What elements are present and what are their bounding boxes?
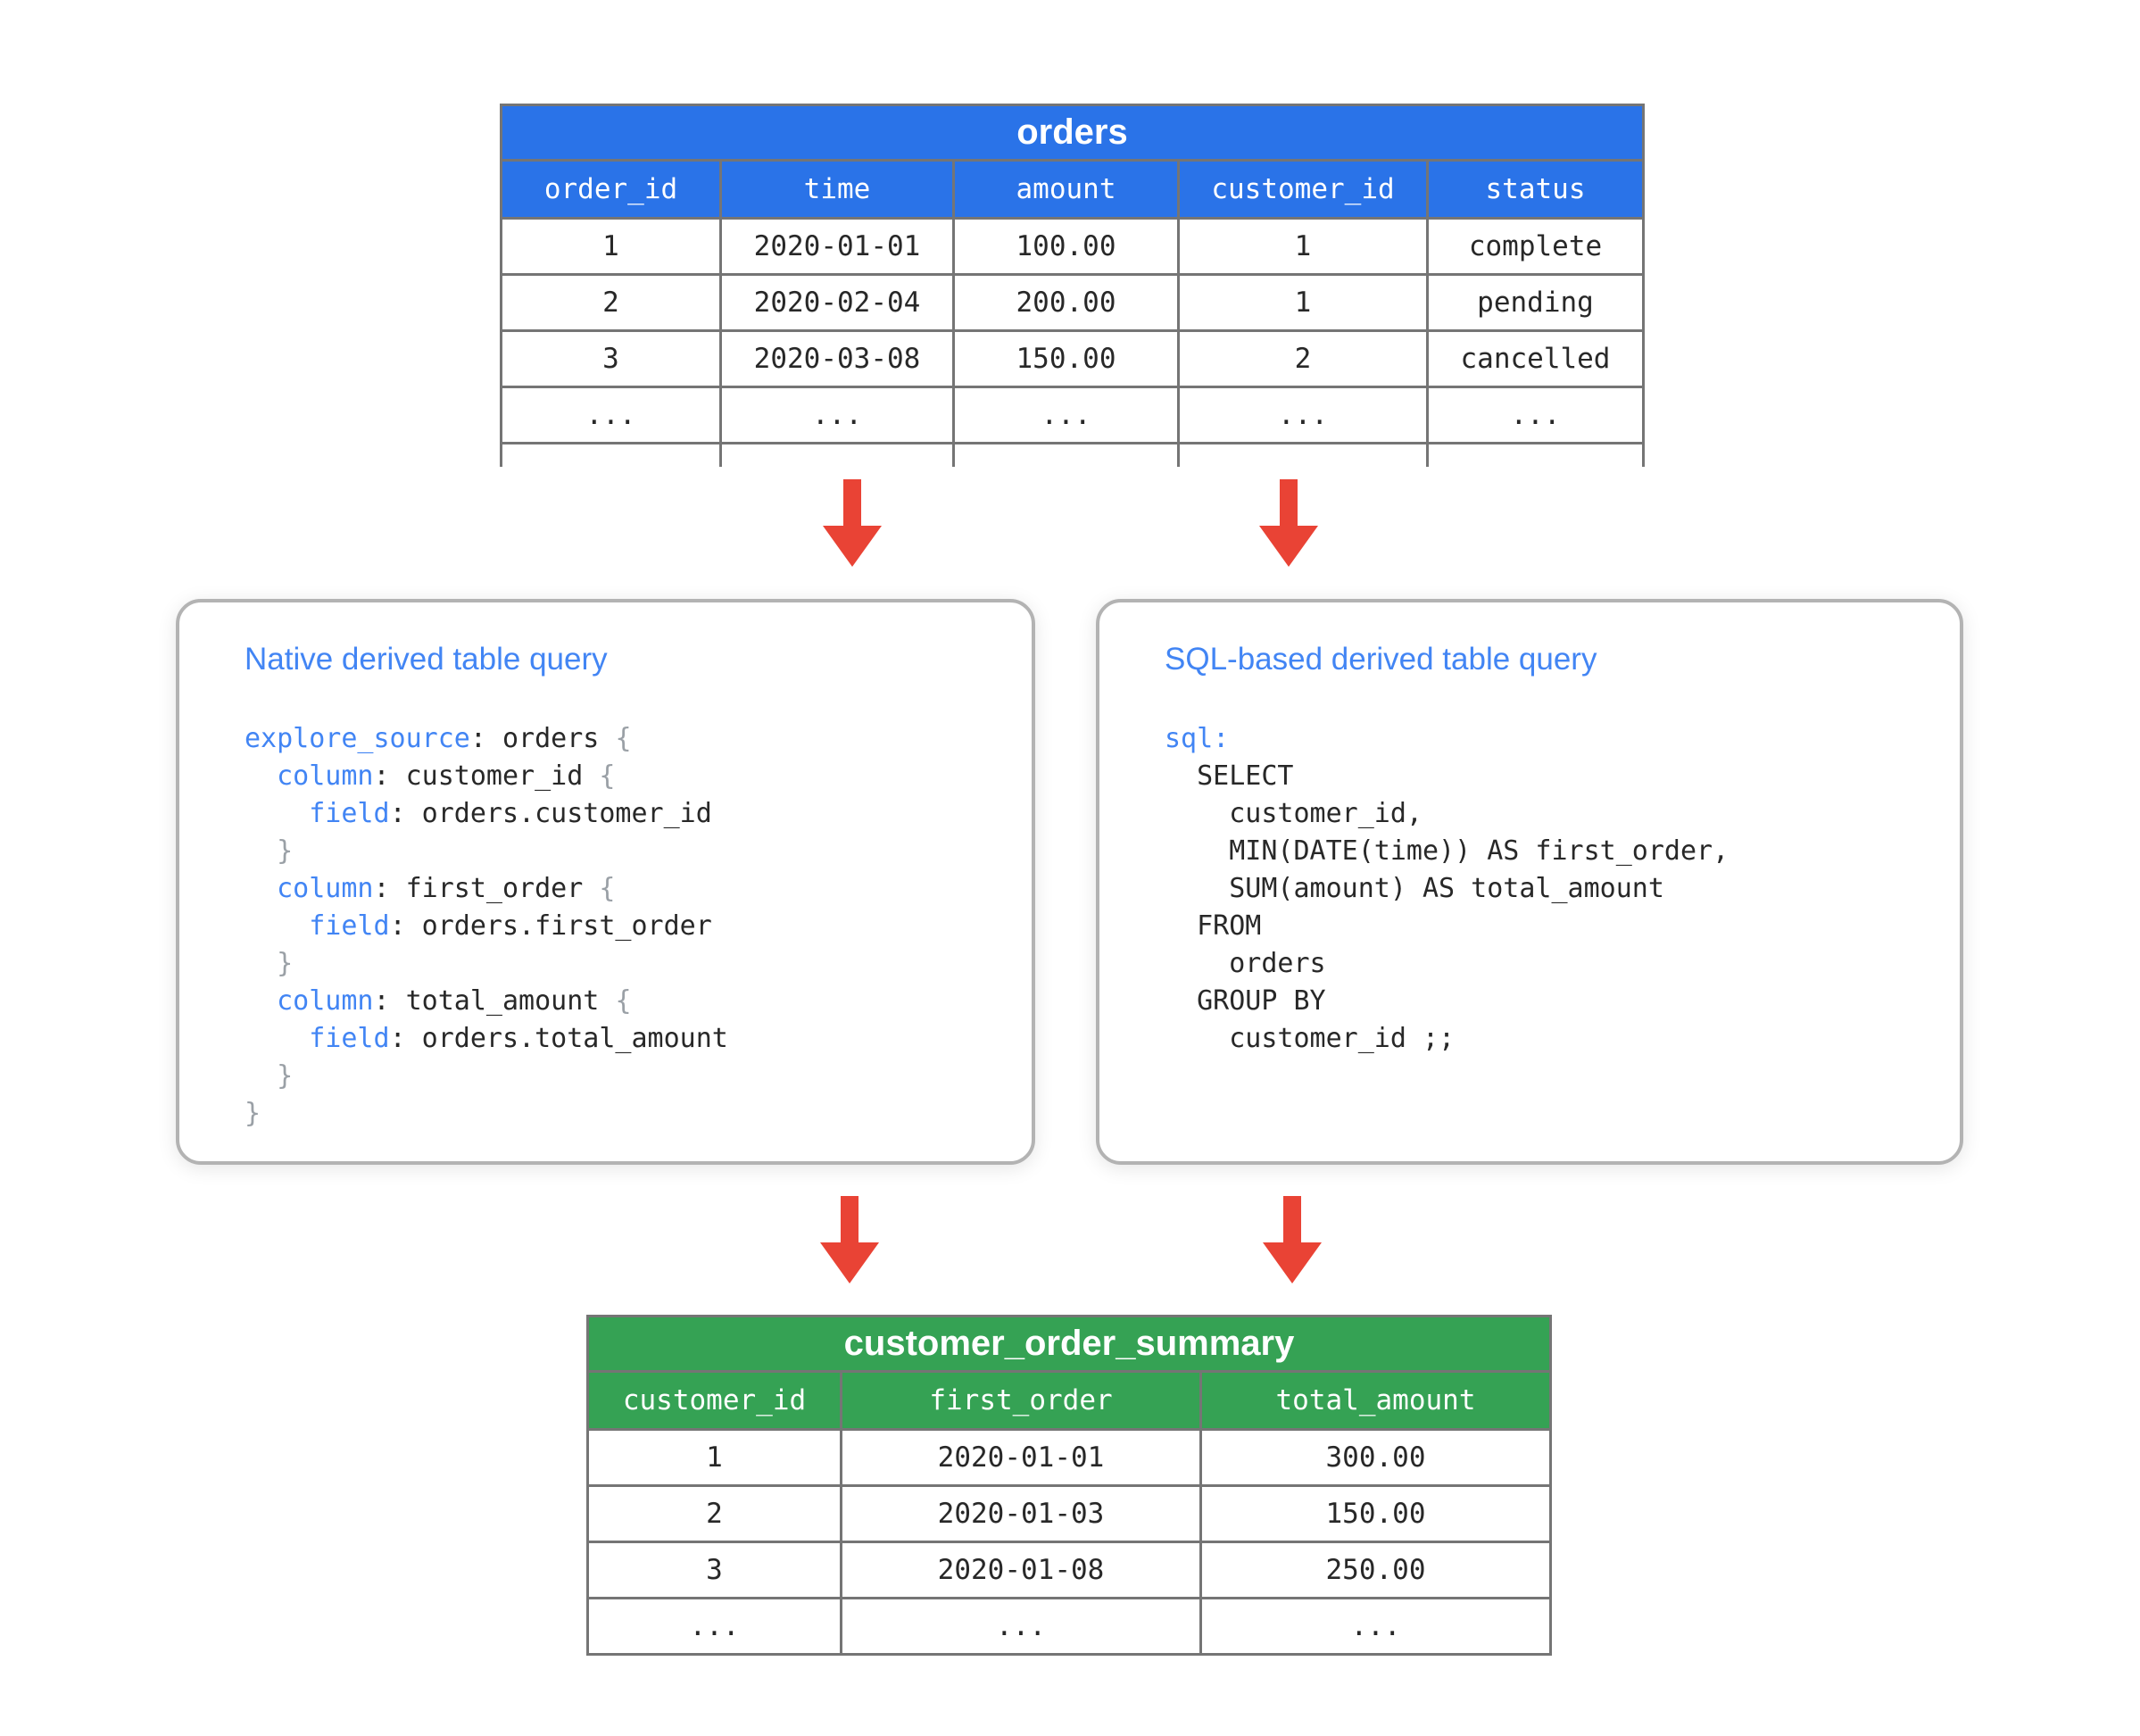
sql-query-title: SQL-based derived table query	[1165, 642, 1597, 677]
table-cell: 2	[1180, 329, 1429, 386]
code-line: column: total_amount {	[277, 985, 632, 1017]
table-cell: pending	[1429, 273, 1642, 329]
column-header-cell: order_id	[502, 162, 722, 217]
column-header-cell: first_order	[842, 1373, 1202, 1428]
code-line: customer_id,	[1165, 798, 1423, 829]
table-cell	[502, 442, 722, 467]
table-cell	[1429, 442, 1642, 467]
table-cell: 1	[502, 217, 722, 273]
down-arrow-icon	[1259, 479, 1318, 567]
table-cell: 100.00	[955, 217, 1180, 273]
table-cell: 1	[1180, 217, 1429, 273]
table-cell: 2020-02-04	[722, 273, 955, 329]
summary-table-title: customer_order_summary	[586, 1315, 1552, 1373]
code-line: GROUP BY	[1165, 985, 1326, 1017]
code-line: SELECT	[1165, 760, 1294, 792]
code-line: column: first_order {	[277, 873, 616, 904]
table-cell: 250.00	[1202, 1541, 1549, 1597]
native-query-title: Native derived table query	[245, 642, 608, 677]
code-line: field: orders.total_amount	[309, 1023, 728, 1054]
truncated-row	[502, 442, 1642, 467]
table-cell: 2020-01-01	[722, 217, 955, 273]
table-cell: 3	[589, 1541, 842, 1597]
table-cell: 2020-01-01	[842, 1428, 1202, 1484]
column-header-cell: time	[722, 162, 955, 217]
table-cell: 2	[589, 1484, 842, 1541]
code-line: }	[277, 948, 294, 979]
table-cell: ...	[502, 386, 722, 442]
sql-query-box: SQL-based derived table query sql: SELEC…	[1096, 599, 1963, 1165]
code-line: customer_id ;;	[1165, 1023, 1456, 1054]
table-cell: 150.00	[1202, 1484, 1549, 1541]
table-cell: 2020-01-08	[842, 1541, 1202, 1597]
code-line: field: orders.customer_id	[309, 798, 712, 829]
table-cell: 200.00	[955, 273, 1180, 329]
code-line: }	[245, 1098, 261, 1129]
orders-table-title: orders	[500, 104, 1645, 162]
code-line: }	[277, 835, 294, 867]
table-cell: 300.00	[1202, 1428, 1549, 1484]
table-cell: complete	[1429, 217, 1642, 273]
code-line: column: customer_id {	[277, 760, 616, 792]
code-line: FROM	[1165, 910, 1262, 942]
table-cell: cancelled	[1429, 329, 1642, 386]
native-query-box: Native derived table query explore_sourc…	[176, 599, 1035, 1165]
table-cell: ...	[589, 1597, 842, 1653]
sql-query-code: sql: SELECT customer_id, MIN(DATE(time))…	[1165, 720, 1729, 1058]
code-line: orders	[1165, 948, 1326, 979]
table-cell: ...	[955, 386, 1180, 442]
down-arrow-icon	[820, 1196, 879, 1283]
table-cell: ...	[1429, 386, 1642, 442]
column-header-cell: status	[1429, 162, 1642, 217]
code-line: MIN(DATE(time)) AS first_order,	[1165, 835, 1729, 867]
table-cell: ...	[722, 386, 955, 442]
table-cell: 2	[502, 273, 722, 329]
table-cell: 150.00	[955, 329, 1180, 386]
table-row: ...............	[502, 386, 1642, 442]
native-query-code: explore_source: orders { column: custome…	[245, 720, 728, 1133]
code-line: }	[277, 1060, 294, 1092]
table-row: .........	[589, 1597, 1549, 1653]
table-cell: ...	[842, 1597, 1202, 1653]
column-header-cell: customer_id	[589, 1373, 842, 1428]
down-arrow-icon	[1263, 1196, 1322, 1283]
code-line: field: orders.first_order	[309, 910, 712, 942]
column-header-cell: customer_id	[1180, 162, 1429, 217]
down-arrow-icon	[823, 479, 882, 567]
table-cell	[722, 442, 955, 467]
table-cell: 2020-03-08	[722, 329, 955, 386]
column-header-cell: amount	[955, 162, 1180, 217]
table-cell: ...	[1202, 1597, 1549, 1653]
table-cell: ...	[1180, 386, 1429, 442]
code-line: explore_source: orders {	[245, 723, 632, 754]
table-cell	[955, 442, 1180, 467]
table-cell: 1	[589, 1428, 842, 1484]
table-cell: 1	[1180, 273, 1429, 329]
column-header-cell: total_amount	[1202, 1373, 1549, 1428]
code-line: sql:	[1165, 723, 1230, 754]
code-line: SUM(amount) AS total_amount	[1165, 873, 1664, 904]
table-cell	[1180, 442, 1429, 467]
table-cell: 3	[502, 329, 722, 386]
table-cell: 2020-01-03	[842, 1484, 1202, 1541]
